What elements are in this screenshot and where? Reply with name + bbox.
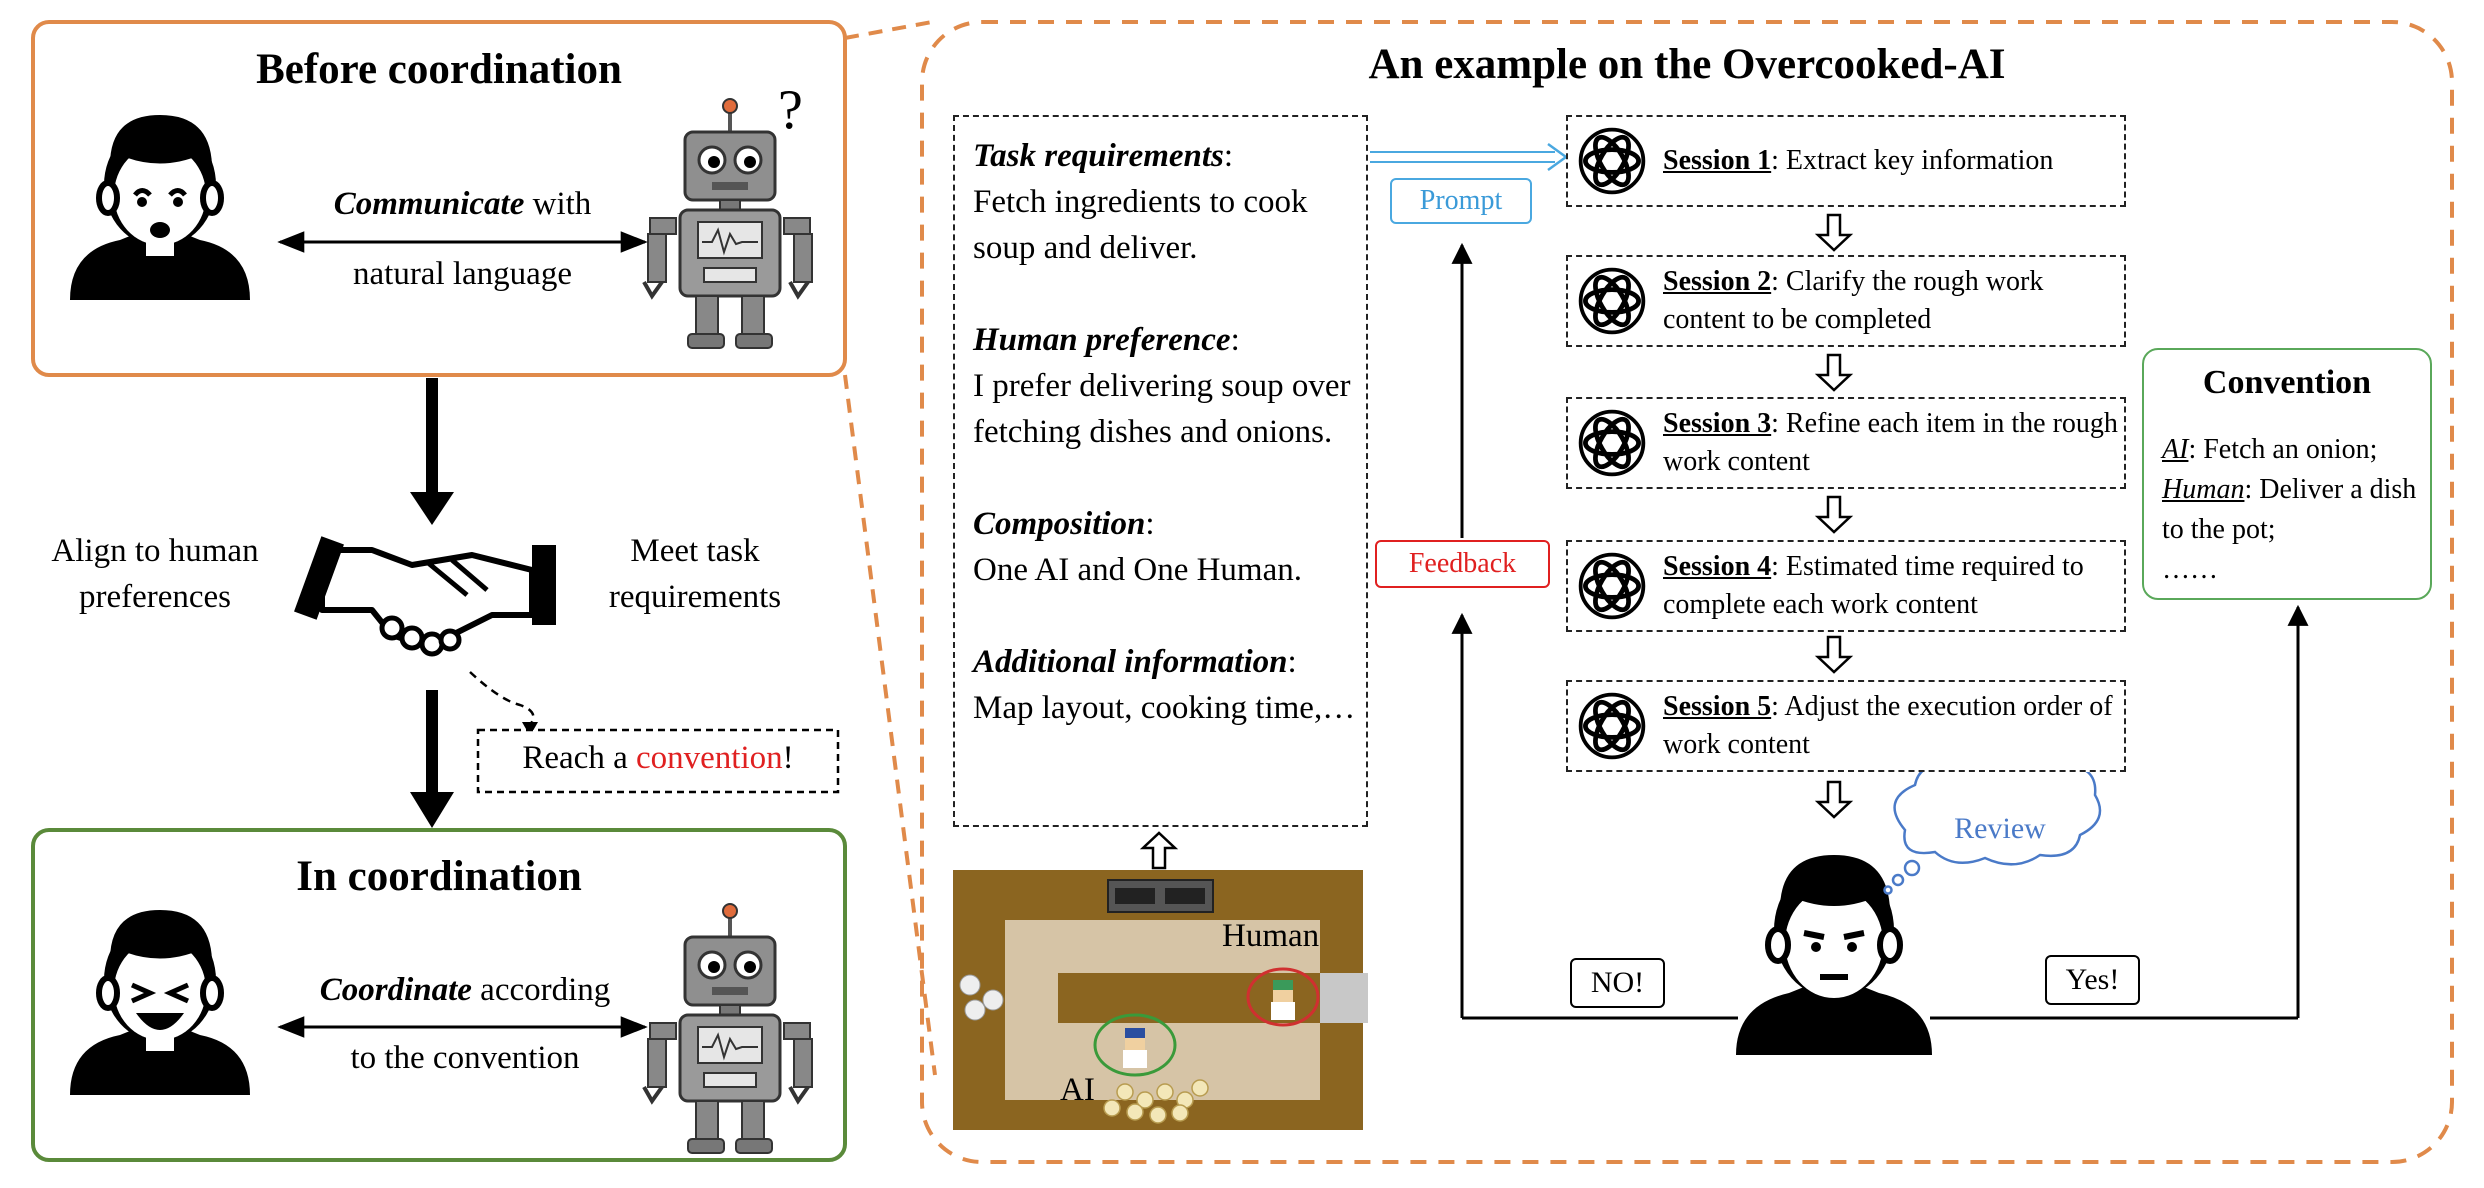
convention-title: Convention [2202,364,2372,401]
session-1-name: Session 1 [1663,145,1772,176]
convention-box: Convention AI: Fetch an onion; Human: De… [2142,348,2432,600]
convention-body: AI: Fetch an onion; Human: Deliver a dis… [2162,430,2420,590]
feedback-label: Feedback [1375,540,1550,588]
in-coordination-title: In coordination [296,853,582,900]
colon: : [1230,322,1240,358]
session-3-box: Session 3: Refine each item in the rough… [1566,397,2126,489]
colon: : [1145,506,1155,542]
coordinate-line2: to the convention [350,1040,580,1076]
task-req-label: Task requirements [973,138,1224,174]
align-line1: Align to human [51,533,259,569]
coordinate-emphasis: Coordinate [319,972,472,1008]
worried-human-icon [70,115,250,300]
session-5-text: : Adjust the execution order of work con… [1663,691,2113,760]
colon: : [1223,138,1234,174]
yes-label: Yes! [2045,955,2140,1005]
reach-convention-box [476,728,840,794]
composition-text: One AI and One Human. [973,552,1303,588]
coordinate-label: Coordinate according [285,972,645,1009]
session-3-name: Session 3 [1663,408,1772,439]
chatgpt-logo-icon [1574,548,1650,624]
zoom-connector-top [844,20,933,40]
chatgpt-logo-icon [1574,263,1650,339]
meet-line2: requirements [608,579,782,615]
align-line2: preferences [78,579,232,615]
human-pref-text: I prefer delivering soup over fetching d… [973,368,1351,450]
handshake-icon [294,536,556,657]
reach-pre: Reach a [522,740,636,776]
communicate-line2: natural language [353,256,572,292]
chatgpt-logo-icon [1574,688,1650,764]
additional-text: Map layout, cooking time,… [973,690,1356,726]
session-1-text: : Extract key information [1771,145,2054,176]
meet-label: Meet task requirements [580,528,810,620]
map-ai-label: AI [1060,1072,1095,1108]
reach-convention-text: Reach a convention! [478,740,838,777]
reach-post: ! [782,740,794,776]
colon: : [1287,644,1297,680]
task-info-box: Task requirements: Fetch ingredients to … [953,115,1368,827]
overcooked-example-box [920,20,2454,1164]
task-info-text: Task requirements: Fetch ingredients to … [973,133,1363,731]
composition-label: Composition [973,506,1146,542]
session-1-box: Session 1: Extract key information [1566,115,2126,207]
convention-ai-text: : Fetch an onion; [2188,434,2378,465]
communicate-label: Communicate with [290,186,635,223]
before-coordination-title: Before coordination [256,46,622,93]
reviewer-human-icon [1736,855,1932,1055]
chatgpt-logo-icon [1574,405,1650,481]
down-arrow-bottom-head [410,792,454,828]
session-5-name: Session 5 [1663,691,1772,722]
coordinate-rest: according [471,972,611,1008]
session-4-text: : Estimated time required to complete ea… [1663,551,2084,620]
communicate-emphasis: Communicate [333,186,525,222]
convention-dashed-arrow [469,671,535,726]
convention-more: …… [2162,554,2218,585]
down-arrow-top-head [410,492,454,525]
convention-human-text: : Deliver a dish to the pot; [2162,474,2417,545]
chatgpt-logo-icon [1574,123,1650,199]
convention-human-role: Human [2162,474,2245,505]
session-3-text: : Refine each item in the rough work con… [1663,408,2118,477]
review-label: Review [1954,812,2046,845]
overcooked-map [953,870,1368,1130]
convention-ai-role: AI [2162,434,2189,465]
session-4-name: Session 4 [1663,551,1772,582]
task-req-text: Fetch ingredients to cook soup and deliv… [973,184,1308,266]
map-human-label: Human [1222,918,1320,954]
convention-word: convention [635,740,783,776]
session-4-box: Session 4: Estimated time required to co… [1566,540,2126,632]
question-mark: ? [778,79,803,141]
session-2-box: Session 2: Clarify the rough work conten… [1566,255,2126,347]
additional-label: Additional information [973,644,1288,680]
no-label: NO! [1570,958,1665,1008]
overcooked-title: An example on the Overcooked-AI [1368,41,2006,88]
session-5-box: Session 5: Adjust the execution order of… [1566,680,2126,772]
laughing-human-icon [70,910,250,1095]
session-2-text: : Clarify the rough work content to be c… [1663,266,2044,335]
communicate-rest: with [524,186,592,222]
meet-line1: Meet task [630,533,760,569]
prompt-label: Prompt [1390,178,1532,224]
session-flow-arrows [1139,213,1854,870]
align-label: Align to human preferences [40,528,270,620]
human-pref-label: Human preference [973,322,1231,358]
session-2-name: Session 2 [1663,266,1772,297]
